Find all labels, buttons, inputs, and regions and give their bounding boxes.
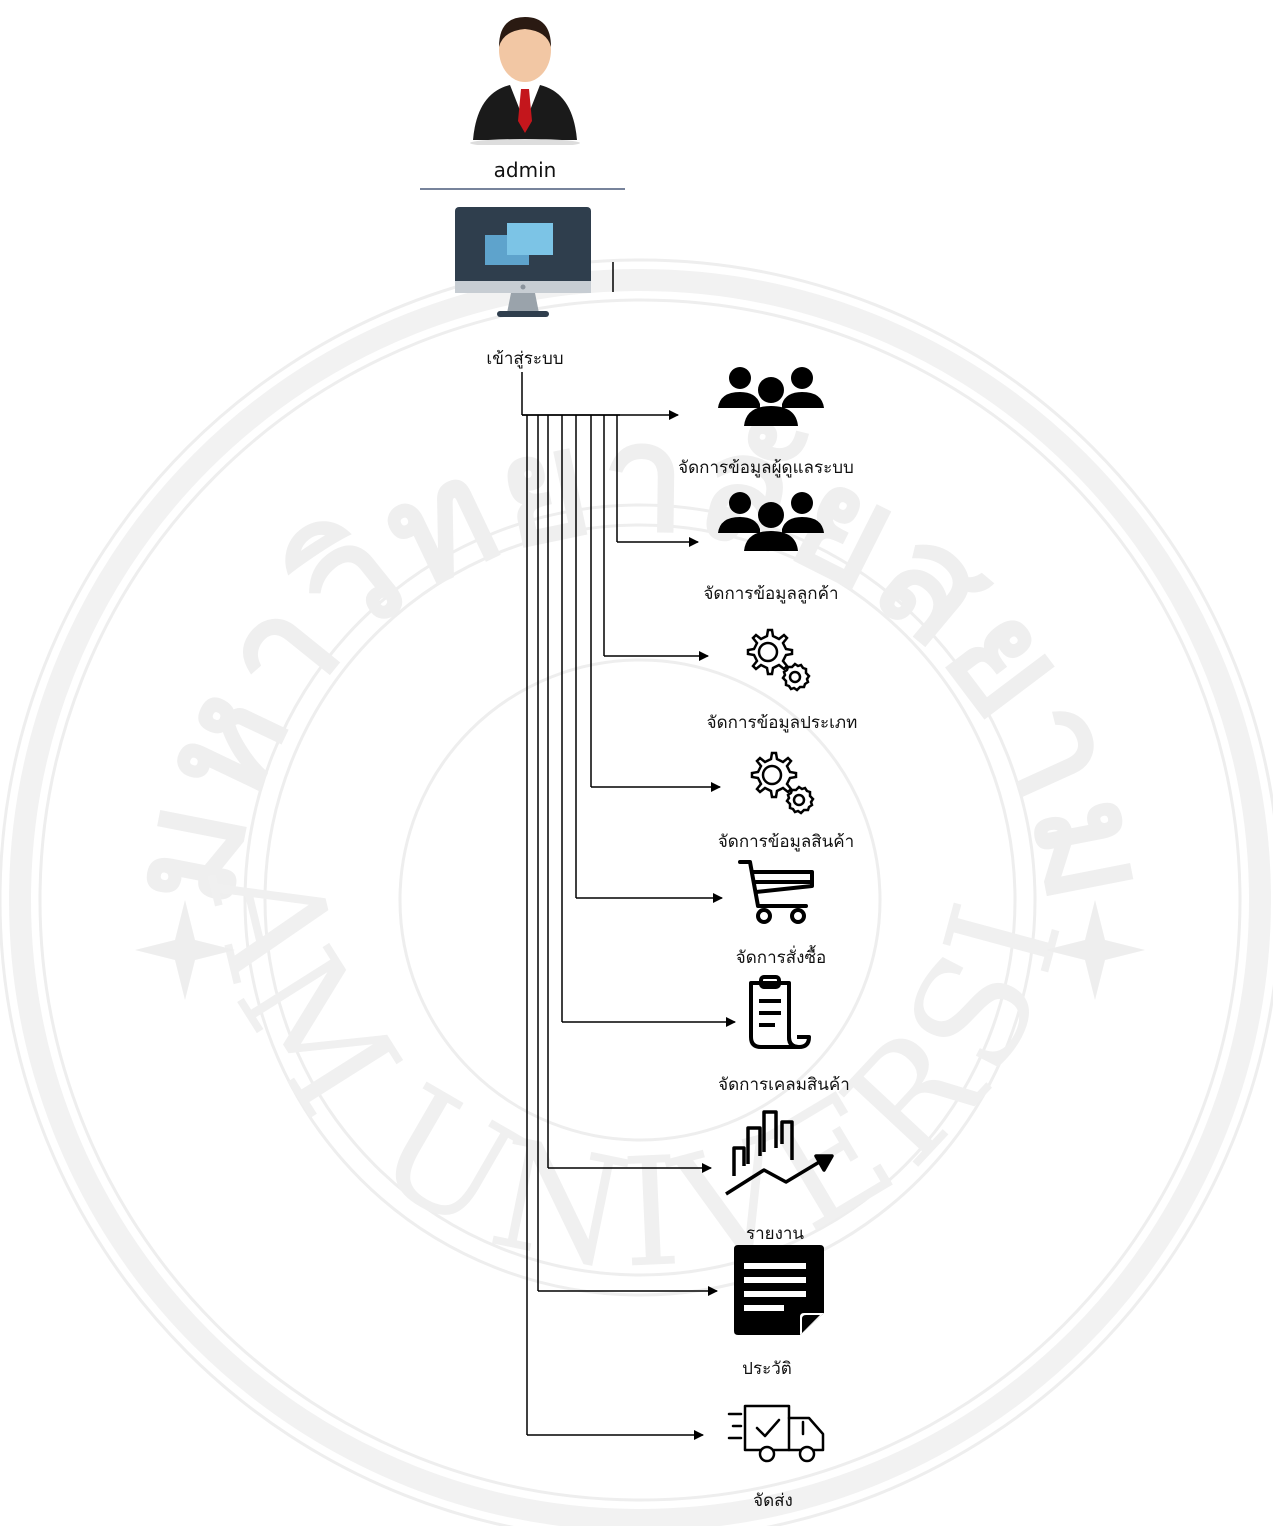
menu-label-orders[interactable]: จัดการสั่งซื้อ [735,948,827,968]
menu-label-categories[interactable]: จัดการข้อมูลประเภท [706,713,858,733]
monitor-icon[interactable] [453,205,593,325]
document-icon[interactable] [730,1243,830,1338]
menu-label-users[interactable]: จัดการข้อมูลผู้ดูแลระบบ [678,458,854,478]
users-group-icon[interactable] [716,364,826,434]
delivery-truck-icon[interactable] [727,1402,827,1467]
growth-chart-icon[interactable] [724,1108,839,1198]
actor-name-label: admin [493,158,557,182]
clipboard-list-icon[interactable] [745,975,815,1055]
users-group-icon[interactable] [716,489,826,559]
menu-label-history[interactable]: ประวัติ [742,1359,792,1379]
gears-icon[interactable] [738,622,818,692]
menu-label-products[interactable]: จัดการข้อมูลสินค้า [717,832,855,852]
menu-label-restock[interactable]: จัดการเคลมสินค้า [718,1075,850,1095]
gears-icon[interactable] [742,745,822,815]
businessman-avatar-icon [470,17,580,145]
menu-label-customers[interactable]: จัดการข้อมูลลูกค้า [703,584,839,604]
login-label[interactable]: เข้าสู่ระบบ [486,349,564,369]
menu-label-shipping[interactable]: จัดส่ง [753,1491,793,1511]
menu-label-report[interactable]: รายงาน [745,1224,805,1244]
shopping-cart-icon[interactable] [738,858,818,928]
